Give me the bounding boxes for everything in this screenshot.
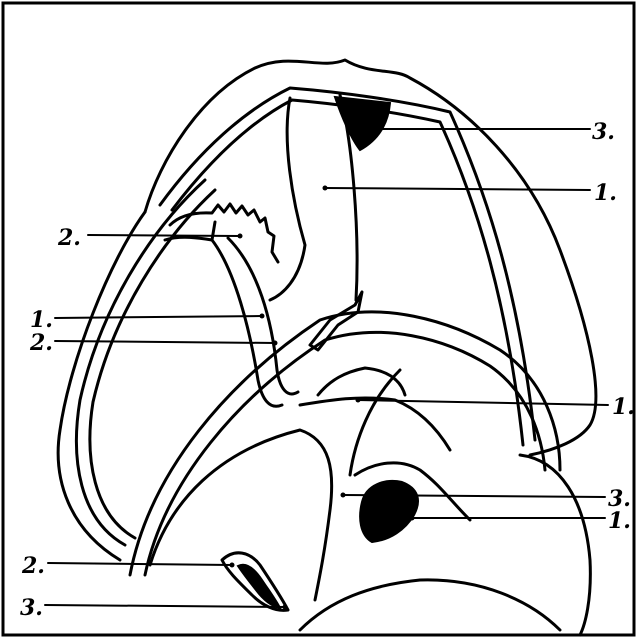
- leader-line-r3: [358, 400, 608, 405]
- leader-dot-l5: [283, 605, 288, 610]
- leader-dot-l1: [238, 234, 243, 239]
- leader-dot-l4: [230, 563, 235, 568]
- leader-line-l1: [88, 235, 240, 236]
- lower-loop-floor: [300, 398, 450, 450]
- leader-dot-r4: [341, 493, 346, 498]
- leader-dot-r1: [378, 127, 383, 132]
- leader-line-l5: [45, 605, 285, 607]
- label-left-1: 2.: [57, 225, 81, 251]
- lower-inner-arch: [150, 430, 332, 600]
- leader-dot-r5: [410, 516, 415, 521]
- outer-shell-left-edge: [58, 212, 145, 560]
- mass-upper-3: [335, 97, 390, 150]
- label-left-4: 2.: [21, 553, 45, 579]
- label-right-1: 3.: [592, 119, 615, 145]
- lower-column-left: [318, 368, 405, 395]
- leader-line-r2: [325, 188, 590, 190]
- label-left-5: 3.: [20, 595, 43, 621]
- label-right-3: 1.: [612, 394, 635, 420]
- lower-loop-outer: [130, 312, 560, 575]
- column-left: [270, 98, 305, 300]
- bottom-curve: [300, 580, 560, 630]
- label-left-3: 2.: [29, 330, 53, 356]
- leader-line-l4: [48, 563, 232, 565]
- leader-line-l2: [55, 316, 262, 318]
- leader-line-l3: [55, 341, 275, 343]
- leader-dot-l2: [260, 314, 265, 319]
- membrane-inner-line: [172, 100, 523, 445]
- label-right-5: 1.: [608, 508, 631, 534]
- label-right-2: 1.: [594, 180, 617, 206]
- jagged-element: [170, 204, 278, 262]
- lower-column-body: [350, 370, 400, 475]
- leader-dot-r3: [356, 398, 361, 403]
- leader-dot-l3: [273, 341, 278, 346]
- lower-loop-inner: [145, 332, 545, 575]
- leader-dot-r2: [323, 186, 328, 191]
- mass-middle-3: [360, 481, 418, 542]
- frame-border: [3, 3, 634, 635]
